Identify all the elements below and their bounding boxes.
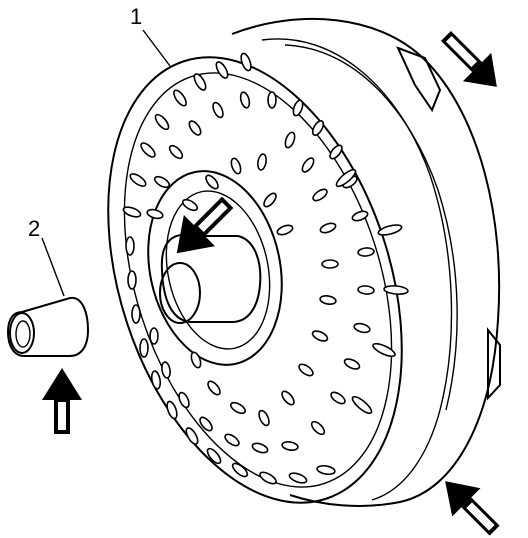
bushing-body xyxy=(6,296,90,357)
converter-shell-ring-1 xyxy=(261,38,453,501)
rivet-holes xyxy=(122,52,409,485)
callout-1-leader xyxy=(142,29,171,67)
bushing-bore-inner xyxy=(15,320,31,348)
callout-2-label: 2 xyxy=(28,216,40,241)
converter-shell-ring-2 xyxy=(284,44,458,411)
arrow-icon xyxy=(176,196,234,254)
converter-front-face xyxy=(107,56,403,504)
arrow-icon xyxy=(42,368,82,434)
converter-back-shell xyxy=(231,17,501,507)
arrow-icon xyxy=(441,31,497,87)
hub-shaft-end xyxy=(159,262,201,324)
hub-inner-ring xyxy=(165,190,271,350)
arrow-icon xyxy=(445,481,500,536)
mounting-lug-top xyxy=(396,46,442,113)
torque-converter xyxy=(107,17,501,507)
mounting-lug-right xyxy=(487,327,501,401)
converter-bushing xyxy=(6,296,90,357)
hub-outer-ring xyxy=(147,170,283,366)
callout-1-label: 1 xyxy=(130,4,142,29)
converter-face-rim xyxy=(123,72,393,488)
hub-shaft xyxy=(160,234,262,323)
callout-2-leader xyxy=(41,237,65,297)
bushing-bore xyxy=(9,312,35,354)
